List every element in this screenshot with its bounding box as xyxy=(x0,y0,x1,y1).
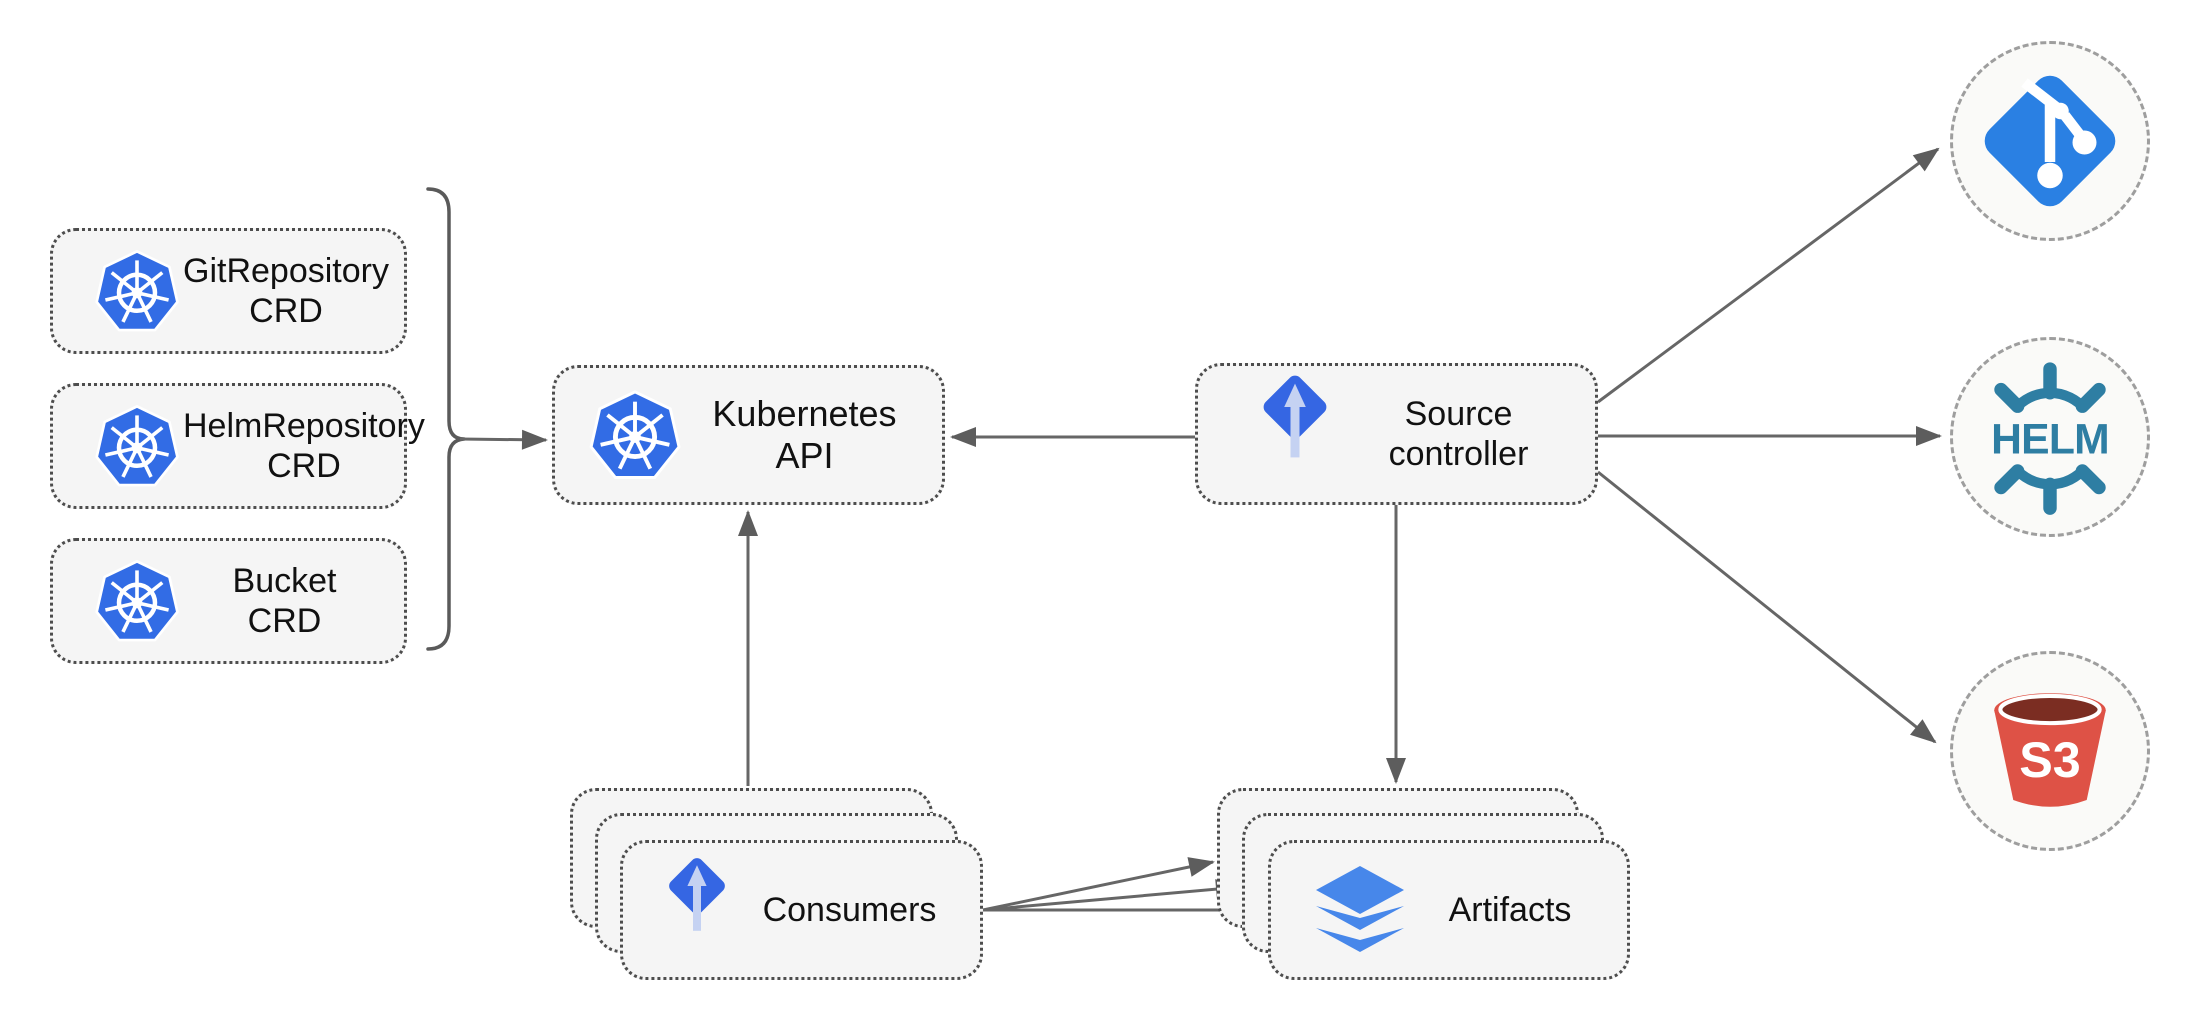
external-git xyxy=(1950,41,2150,241)
node-label: HelmRepository CRD xyxy=(183,406,425,485)
node-bucket-crd: Bucket CRD xyxy=(50,538,407,664)
edge-consumers-to-artifacts-back xyxy=(982,857,1215,912)
node-helmrepository-crd: HelmRepository CRD xyxy=(50,383,425,509)
flux-icon xyxy=(657,854,737,966)
external-s3: S3 xyxy=(1950,651,2150,851)
edge-source-to-s3 xyxy=(1597,470,1937,744)
s3-bucket-icon: S3 xyxy=(1982,683,2118,819)
s3-wordmark: S3 xyxy=(2019,731,2081,788)
node-label: Kubernetes API xyxy=(712,392,897,476)
node-label: Consumers xyxy=(762,890,937,929)
helm-icon: HELM xyxy=(1991,358,2110,516)
node-artifacts: Artifacts xyxy=(1268,840,1630,980)
node-kubernetes-api: Kubernetes API xyxy=(552,365,945,505)
node-label: GitRepository CRD xyxy=(183,251,389,330)
helm-wordmark: HELM xyxy=(1991,416,2109,464)
node-gitrepository-crd: GitRepository CRD xyxy=(50,228,407,354)
kubernetes-icon xyxy=(91,556,183,646)
git-icon xyxy=(1975,66,2125,216)
kubernetes-icon xyxy=(91,401,183,491)
layers-icon xyxy=(1309,860,1411,960)
node-label: Bucket CRD xyxy=(232,561,337,640)
node-label: Source controller xyxy=(1388,394,1529,473)
edge-bracket-to-kubernetes-api xyxy=(459,429,548,450)
edge-consumers-to-artifacts-middle xyxy=(982,879,1242,912)
external-helm: HELM xyxy=(1950,337,2150,537)
node-consumers: Consumers xyxy=(620,840,983,980)
flux-icon xyxy=(1250,371,1340,497)
node-source-controller: Source controller xyxy=(1195,363,1598,505)
edge-source-to-git xyxy=(1597,147,1940,404)
node-label: Artifacts xyxy=(1448,890,1572,929)
kubernetes-icon xyxy=(585,386,685,484)
kubernetes-icon xyxy=(91,246,183,336)
